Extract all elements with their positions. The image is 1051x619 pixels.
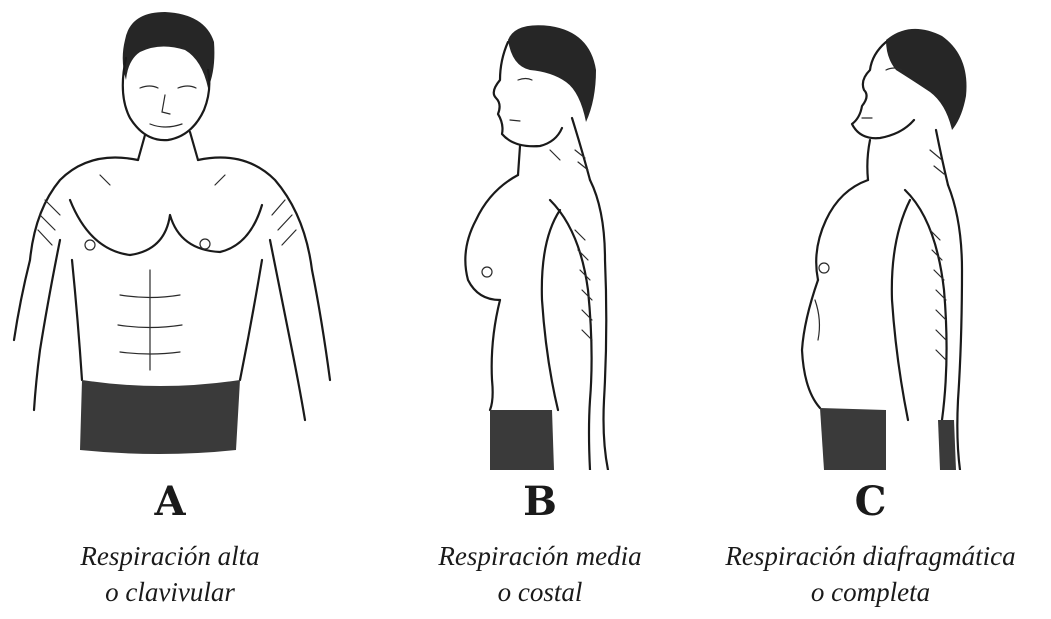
figure-b-caption-line1: Respiración media [390, 538, 690, 574]
complete-breathing-illustration [690, 0, 1051, 470]
figure-a-panel: A Respiración alta o clavivular [0, 0, 340, 619]
upper-breathing-illustration [0, 0, 340, 470]
figure-a-caption-line2: o clavivular [0, 574, 340, 610]
figure-b-letter: B [390, 478, 690, 525]
figure-a-caption-line1: Respiración alta [0, 538, 340, 574]
figure-c-caption-line1: Respiración diafragmática [690, 538, 1051, 574]
figure-b-caption: Respiración media o costal [390, 538, 690, 610]
figure-a-letter: A [0, 478, 340, 525]
figure-b-panel: B Respiración media o costal [390, 0, 690, 619]
figure-c-letter: C [690, 478, 1051, 525]
figure-b-caption-line2: o costal [390, 574, 690, 610]
middle-breathing-illustration [390, 0, 690, 470]
figure-c-caption: Respiración diafragmática o completa [690, 538, 1051, 610]
figure-c-caption-line2: o completa [690, 574, 1051, 610]
figure-c-panel: C Respiración diafragmática o completa [690, 0, 1051, 619]
figure-a-caption: Respiración alta o clavivular [0, 538, 340, 610]
